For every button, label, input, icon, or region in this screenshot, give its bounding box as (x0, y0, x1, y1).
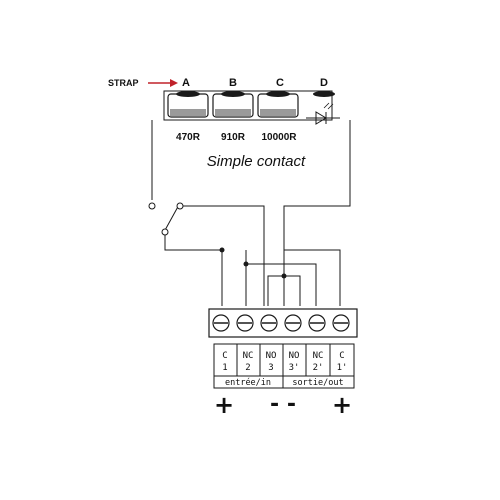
polarity-negative: - - (270, 392, 296, 417)
terminal-3-name: NO (266, 351, 277, 361)
led-icon (306, 91, 340, 125)
output-side-label: sortie/out (292, 378, 343, 388)
jumper-b (212, 91, 254, 118)
terminal-5-name: NC (313, 351, 324, 361)
position-letter-a: A (182, 77, 190, 89)
screw-icon (260, 314, 278, 332)
screw-icon (212, 314, 230, 332)
mode-label: Simple contact (207, 153, 306, 170)
terminal-4-name: NO (289, 351, 300, 361)
resistance-b: 910R (221, 132, 246, 143)
resistance-c: 10000R (261, 132, 297, 143)
terminal-4-number: 3' (289, 363, 300, 373)
screw-icon (284, 314, 302, 332)
position-letter-c: C (276, 77, 284, 89)
polarity-positive-left: + (214, 391, 234, 419)
input-side-label: entrée/in (225, 377, 271, 388)
jumper-c (257, 91, 299, 118)
terminal-6-name: C (339, 351, 344, 361)
terminal-label-strip (213, 343, 355, 389)
switch-contact-right (176, 202, 184, 210)
switch-contact-top (148, 202, 156, 210)
position-letter-d: D (320, 77, 328, 89)
position-letter-b: B (229, 77, 237, 89)
terminal-1-number: 1 (222, 363, 227, 373)
jumper-a (167, 91, 209, 118)
terminal-5-number: 2' (313, 363, 324, 373)
terminal-6-number: 1' (337, 363, 348, 373)
junction-dot (219, 247, 225, 253)
terminal-block (208, 308, 358, 338)
screw-icon (236, 314, 254, 332)
resistance-a: 470R (176, 132, 201, 143)
switch-contact-bottom (161, 228, 169, 236)
screw-icon (332, 314, 350, 332)
terminal-1-name: C (222, 351, 227, 361)
junction-dot (243, 261, 249, 267)
wiring (151, 120, 351, 306)
strap-arrow-icon (148, 79, 178, 87)
terminal-2-name: NC (243, 351, 254, 361)
terminal-3-number: 3 (268, 363, 273, 373)
terminal-2-number: 2 (245, 363, 250, 373)
strap-label: STRAP (108, 78, 139, 88)
junction-dot (281, 273, 287, 279)
polarity-positive-right: + (332, 391, 352, 419)
screw-icon (308, 314, 326, 332)
